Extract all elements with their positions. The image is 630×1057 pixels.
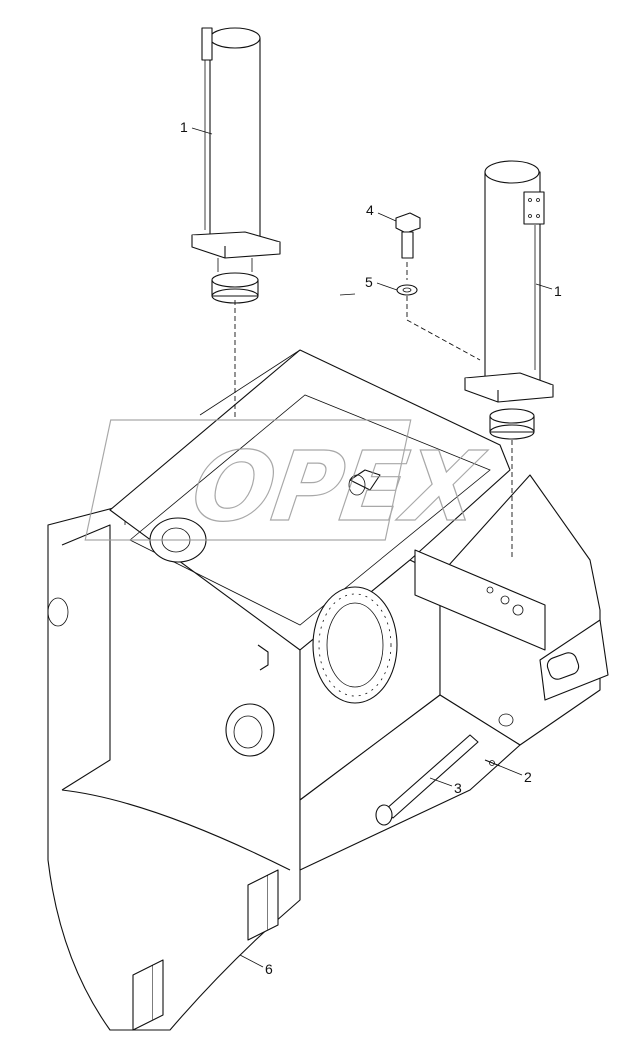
callout-1-left: 1 [180, 119, 213, 135]
watermark-text: OPEX [186, 430, 492, 542]
callout-6: 6 [239, 954, 273, 977]
callout-5-label: 5 [365, 274, 373, 290]
cylinder-right-part-1 [464, 160, 554, 440]
callout-1-right: 1 [535, 283, 562, 299]
callout-3-label: 3 [454, 780, 462, 796]
callout-2: 2 [499, 765, 532, 785]
callout-1-left-label: 1 [180, 119, 188, 135]
front-flange [312, 586, 398, 704]
cylinder-left-part-1 [191, 27, 281, 304]
callout-4: 4 [366, 202, 397, 222]
watermark: OPEX [84, 419, 492, 543]
bracket-part-6 [132, 869, 279, 1031]
washer-part-5 [396, 284, 418, 296]
callout-5: 5 [365, 274, 398, 291]
pin-part-3 [375, 734, 501, 826]
callout-4-label: 4 [366, 202, 374, 218]
bolt-part-4 [395, 212, 421, 259]
callout-1-right-label: 1 [554, 283, 562, 299]
side-hole [225, 703, 275, 757]
callout-2-label: 2 [524, 769, 532, 785]
callout-6-label: 6 [265, 961, 273, 977]
callout-3: 3 [429, 777, 462, 796]
